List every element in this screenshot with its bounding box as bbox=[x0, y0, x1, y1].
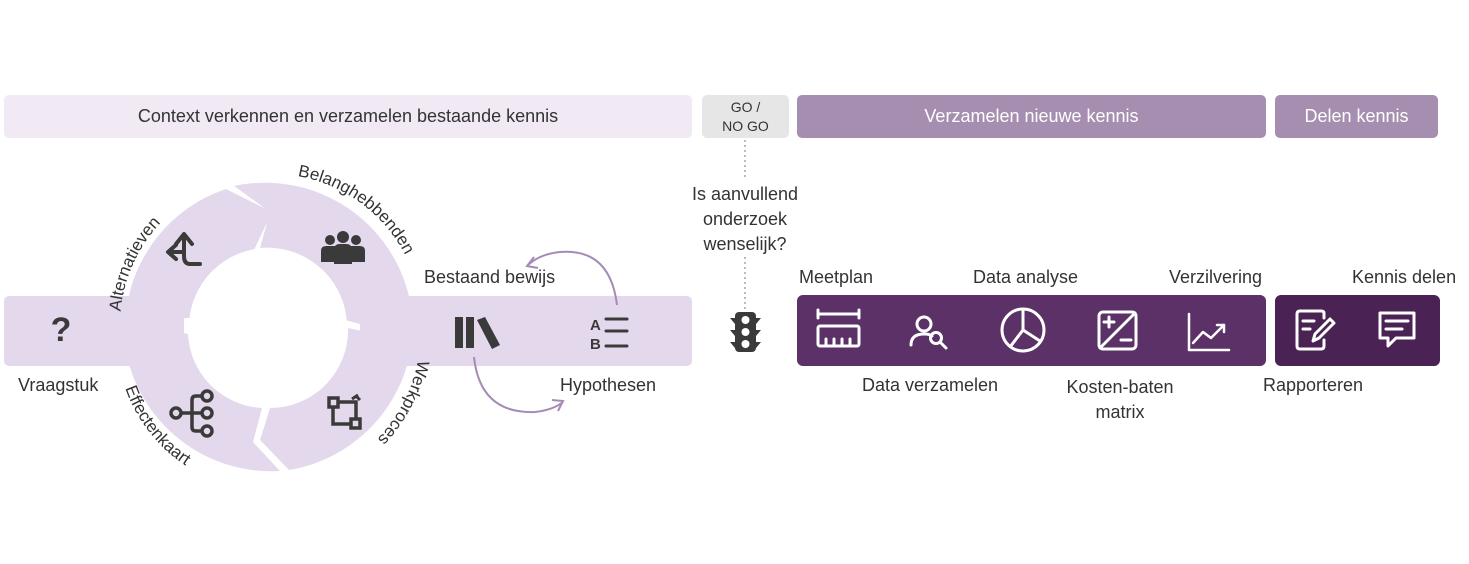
workflow-icon bbox=[327, 393, 362, 430]
branch-tree-icon bbox=[169, 389, 214, 438]
label-kosten-baten: Kosten-baten matrix bbox=[1050, 375, 1190, 425]
user-search-icon bbox=[909, 315, 948, 350]
label-vraagstuk: Vraagstuk bbox=[18, 375, 99, 395]
question-mark-icon: ? bbox=[50, 311, 72, 349]
traffic-light-icon bbox=[730, 312, 761, 352]
books-icon bbox=[455, 317, 500, 349]
segment-alternatieven bbox=[125, 189, 272, 328]
segment-werkproces bbox=[260, 322, 414, 470]
label-hypothesen: Hypothesen bbox=[560, 375, 657, 395]
label-meetplan: Meetplan bbox=[799, 267, 874, 287]
kosten-baten-line2: matrix bbox=[1095, 402, 1145, 422]
curved-arrow-top bbox=[525, 250, 618, 306]
header-context: Context verkennen en verzamelen bestaand… bbox=[4, 95, 692, 138]
go-line2: NO GO bbox=[722, 117, 769, 134]
message-icon bbox=[1378, 311, 1416, 348]
question-line1: Is aanvullend bbox=[691, 184, 799, 204]
question-text: Is aanvullend onderzoek wenselijk? bbox=[670, 182, 820, 257]
question-line3: wenselijk? bbox=[703, 234, 787, 254]
header-share-knowledge: Delen kennis bbox=[1275, 95, 1438, 138]
label-verzilvering: Verzilvering bbox=[1169, 267, 1263, 287]
header-go-no-go: GO / NO GO bbox=[702, 95, 789, 138]
svg-text:A: A bbox=[590, 317, 601, 334]
label-bestaand-bewijs: Bestaand bewijs bbox=[424, 267, 556, 287]
pie-chart-icon bbox=[1000, 307, 1046, 353]
label-data-verzamelen: Data verzamelen bbox=[862, 375, 999, 395]
label-rapporteren: Rapporteren bbox=[1263, 375, 1364, 395]
band-evidence bbox=[360, 296, 692, 366]
header-new-knowledge: Verzamelen nieuwe kennis bbox=[797, 95, 1266, 138]
ab-list-icon: A B bbox=[590, 317, 629, 353]
question-line2: onderzoek bbox=[702, 209, 788, 229]
ruler-icon bbox=[816, 308, 861, 348]
go-line1: GO / bbox=[730, 98, 761, 115]
kosten-baten-line1: Kosten-baten bbox=[1066, 377, 1174, 397]
trend-chart-icon bbox=[1187, 312, 1231, 352]
people-group-icon bbox=[321, 231, 365, 264]
svg-text:B: B bbox=[590, 336, 601, 353]
curved-arrow-bottom bbox=[473, 356, 565, 414]
label-data-analyse: Data analyse bbox=[973, 267, 1079, 287]
split-arrows-icon bbox=[166, 232, 202, 266]
plus-minus-icon bbox=[1097, 310, 1138, 351]
label-kennis-delen: Kennis delen bbox=[1352, 267, 1457, 287]
edit-document-icon bbox=[1295, 309, 1336, 351]
